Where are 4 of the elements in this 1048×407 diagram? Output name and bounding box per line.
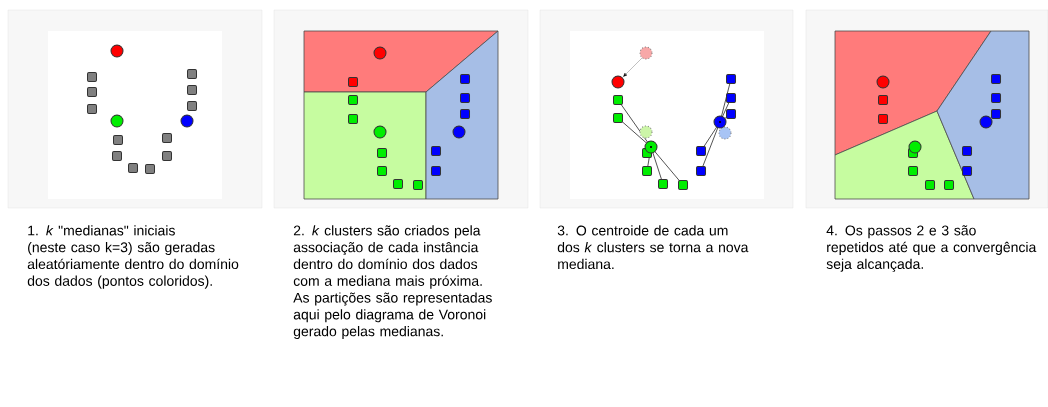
caption: 4. Os passos 2 e 3 são repetidos até que a convergência seja alcançada. bbox=[826, 225, 1037, 272]
caption: 2. k clusters são criados pela associação de cada instância dentro do domínio dos dados com a mediana mais próxima. As partições são representadas aqui pelo diagrama de Voronoi gerado pelas medianas. bbox=[293, 225, 492, 340]
caption: 3. O centroide de cada um dos k clusters se torna a nova mediana. bbox=[557, 225, 749, 270]
caption: 1. k "medianas" iniciais (neste caso k=3) são geradas aleatóriamente dentro do domínio dos dados (pontos coloridos). bbox=[27, 225, 239, 289]
